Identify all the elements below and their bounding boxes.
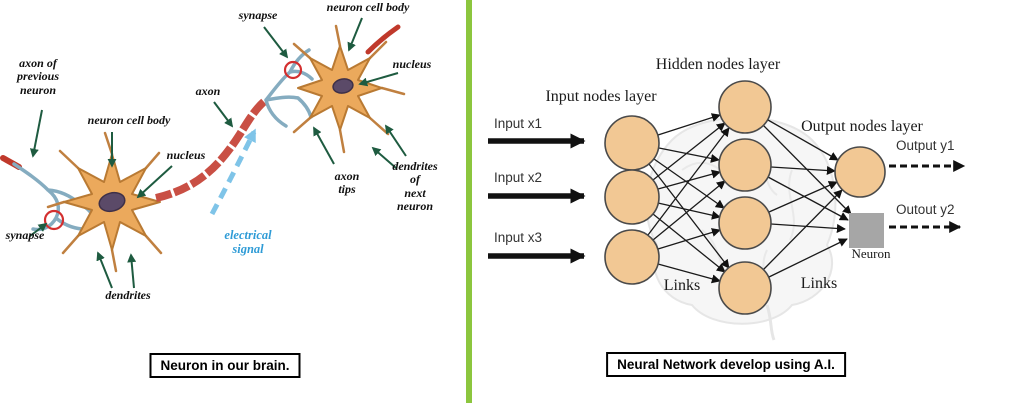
axon-shape <box>155 96 269 202</box>
label-axon: axon <box>195 84 221 98</box>
label-pointer-arrows <box>29 17 407 289</box>
label-nucleus-right: nucleus <box>392 57 432 71</box>
hidden-nodes <box>718 80 772 315</box>
hidden-layer-title: Hidden nodes layer <box>655 56 781 73</box>
output-y1-label: Output y1 <box>896 138 955 153</box>
label-dendrites: dendrites <box>105 288 151 302</box>
input-x1-label: Input x1 <box>494 116 543 131</box>
neuron-cell-left <box>46 131 163 273</box>
neuron-square-label: Neuron <box>851 246 891 261</box>
input-nodes <box>604 115 660 285</box>
input-layer-title: Input nodes layer <box>545 88 657 105</box>
right-caption-box: Neural Network develop using A.I. <box>606 352 846 377</box>
nucleus-shape-left <box>98 191 126 213</box>
output-y2-label: Outout y2 <box>896 202 955 217</box>
links-input-hidden <box>647 113 730 284</box>
output-nodes <box>834 146 886 248</box>
input-x3-label: Input x3 <box>494 230 543 245</box>
input-arrows <box>488 133 586 264</box>
label-neuron-cell-body-top: neuron cell body <box>326 0 410 14</box>
links-hidden-output <box>762 119 852 278</box>
neuron-cell-right <box>292 24 406 154</box>
biological-neuron-panel: axon of previous neuron neuron cell body… <box>0 0 466 403</box>
links-label-right: Links <box>800 275 838 292</box>
input-x2-label: Input x2 <box>494 170 543 185</box>
synapse-circle-left <box>43 209 65 231</box>
synapse-circle-top <box>283 60 303 80</box>
axon-terminals <box>264 48 314 128</box>
label-nucleus: nucleus <box>166 148 206 162</box>
neuron-illustration <box>0 17 407 289</box>
network-illustration <box>488 80 966 341</box>
label-axon-of-previous-neuron: axon of previous neuron <box>17 56 59 97</box>
label-axon-tips: axon tips <box>334 169 360 197</box>
left-caption-box: Neuron in our brain. <box>149 353 301 378</box>
links-label-left: Links <box>663 277 701 294</box>
electrical-signal-arrow <box>209 128 257 216</box>
label-electrical-signal: electrical signal <box>224 228 272 256</box>
neural-network-panel: Input nodes layer Hidden nodes layer Out… <box>472 0 1024 403</box>
output-layer-title: Output nodes layer <box>801 118 923 135</box>
label-neuron-cell-body: neuron cell body <box>87 113 171 127</box>
panel-divider <box>466 0 472 403</box>
neuron-square-node <box>849 213 884 248</box>
label-dendrites-of-next-neuron: dendrites of next neuron <box>392 159 438 214</box>
label-synapse: synapse <box>5 228 45 242</box>
output-arrows <box>889 160 966 233</box>
label-synapse-top: synapse <box>238 8 278 22</box>
nucleus-shape-right <box>332 78 354 94</box>
